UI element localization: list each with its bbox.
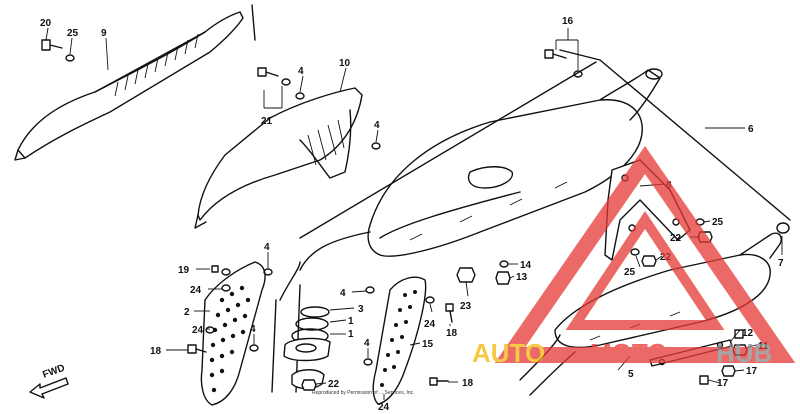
callout-18: 18 <box>446 328 458 339</box>
watermark-logo: AUTO MOTO HUB <box>472 145 796 368</box>
callout-24: 24 <box>424 319 436 330</box>
callout-18: 18 <box>462 378 474 389</box>
callout-1: 1 <box>348 316 354 327</box>
callout-18: 18 <box>150 346 162 357</box>
callout-25: 25 <box>67 28 79 39</box>
callout-21: 21 <box>261 116 273 127</box>
heat-shield-middle <box>194 87 363 229</box>
callout-19: 19 <box>178 265 190 276</box>
callout-2: 2 <box>184 307 190 318</box>
watermark-word-moto: MOTO <box>590 338 668 368</box>
watermark-triangle-icon <box>494 145 796 363</box>
callout-4: 4 <box>364 338 370 349</box>
callout-5: 5 <box>628 369 634 380</box>
callout-3: 3 <box>358 304 364 315</box>
callout-4: 4 <box>298 66 304 77</box>
callout-25: 25 <box>624 267 636 278</box>
callout-24: 24 <box>190 285 202 296</box>
callout-1: 1 <box>348 329 354 340</box>
callout-20: 20 <box>40 18 52 29</box>
callout-13: 13 <box>516 272 528 283</box>
callout-4: 4 <box>340 288 346 299</box>
heat-guard-right <box>372 276 427 405</box>
callout-24: 24 <box>378 402 390 413</box>
gasket-set <box>283 306 331 390</box>
callout-4: 4 <box>374 120 380 131</box>
watermark-word-auto: AUTO <box>472 338 545 368</box>
callout-12: 12 <box>742 328 754 339</box>
callout-numbers: 20 25 9 21 4 10 4 16 6 8 25 22 22 25 7 1… <box>40 16 784 413</box>
callout-16: 16 <box>562 16 574 27</box>
callout-15: 15 <box>422 339 434 350</box>
callout-17: 17 <box>746 366 758 377</box>
callout-7: 7 <box>778 258 784 269</box>
callout-4: 4 <box>264 242 270 253</box>
watermark-word-hub: HUB <box>716 338 772 368</box>
callout-22: 22 <box>670 233 682 244</box>
callout-11: 11 <box>758 341 769 352</box>
heat-shield-upper <box>14 4 256 161</box>
callout-23: 23 <box>460 301 472 312</box>
callout-17: 17 <box>717 378 729 389</box>
muffler-main <box>271 49 791 393</box>
callout-10: 10 <box>339 58 351 69</box>
callout-9: 9 <box>101 28 107 39</box>
callout-22: 22 <box>328 379 340 390</box>
callout-25: 25 <box>712 217 724 228</box>
callout-24: 24 <box>192 325 204 336</box>
fwd-label: FWD <box>41 363 66 381</box>
callout-4: 4 <box>250 324 256 335</box>
heat-guard-left <box>200 261 266 406</box>
copyright-note: Reproduced by Permission of ... Services… <box>312 390 415 396</box>
fwd-indicator: FWD <box>29 363 69 399</box>
callout-6: 6 <box>748 124 754 135</box>
callout-14: 14 <box>520 260 532 271</box>
